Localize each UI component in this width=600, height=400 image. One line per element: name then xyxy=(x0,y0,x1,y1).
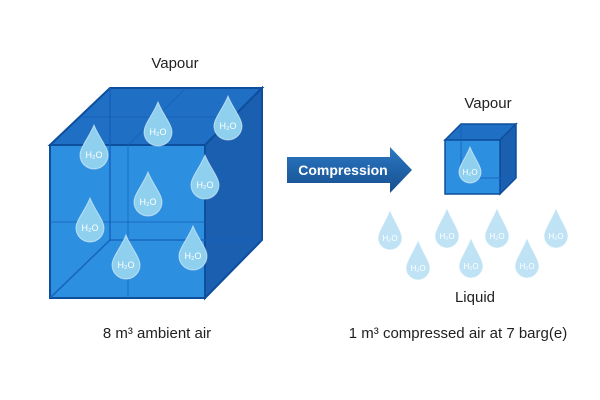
water-drop: H₂O xyxy=(458,236,484,279)
water-drop-label: H₂O xyxy=(489,232,504,241)
water-drop-label: H₂O xyxy=(519,262,534,271)
right-vapour-title: Vapour xyxy=(464,95,511,112)
water-drop-label: H₂O xyxy=(197,180,214,190)
water-drop-label: H₂O xyxy=(439,232,454,241)
left-vapour-title: Vapour xyxy=(151,55,198,72)
right-cube xyxy=(443,122,518,196)
water-drop: H₂O xyxy=(543,206,569,249)
arrow-label: Compression xyxy=(298,162,387,178)
water-drop-shape xyxy=(543,206,569,249)
water-drop-label: H₂O xyxy=(463,262,478,271)
left-cube xyxy=(47,85,265,301)
water-drop-label: H₂O xyxy=(220,121,237,131)
water-drop-label: H₂O xyxy=(82,223,99,233)
water-drop-label: H₂O xyxy=(86,150,103,160)
water-drop: H₂O xyxy=(111,233,141,280)
arrow-shape xyxy=(287,147,412,193)
water-drop-shape xyxy=(143,100,173,147)
water-drop-shape xyxy=(434,206,460,249)
water-drop: H₂O xyxy=(405,238,431,281)
water-drop: H₂O xyxy=(458,145,482,184)
water-drop-label: H₂O xyxy=(462,168,477,177)
right-caption: 1 m³ compressed air at 7 barg(e) xyxy=(349,325,567,342)
water-drop-label: H₂O xyxy=(410,264,425,273)
water-drop: H₂O xyxy=(75,196,105,243)
water-drop-shape xyxy=(190,153,220,200)
water-drop-shape xyxy=(458,145,482,184)
left-caption: 8 m³ ambient air xyxy=(103,325,211,342)
water-drop-shape xyxy=(514,236,540,279)
water-drop-label: H₂O xyxy=(382,234,397,243)
water-drop: H₂O xyxy=(190,153,220,200)
water-drop-label: H₂O xyxy=(150,127,167,137)
water-drop-shape xyxy=(133,170,163,217)
water-drop-shape xyxy=(111,233,141,280)
water-drop: H₂O xyxy=(79,123,109,170)
water-drop-label: H₂O xyxy=(118,260,135,270)
compression-arrow: Compression xyxy=(287,147,412,193)
water-drop: H₂O xyxy=(213,94,243,141)
water-drop-label: H₂O xyxy=(140,197,157,207)
water-drop-shape xyxy=(75,196,105,243)
liquid-label: Liquid xyxy=(455,289,495,306)
water-drop: H₂O xyxy=(434,206,460,249)
left-cube-back-diagonal xyxy=(49,239,111,299)
water-drop-shape xyxy=(405,238,431,281)
water-drop-shape xyxy=(458,236,484,279)
water-drop-shape xyxy=(377,208,403,251)
water-drop: H₂O xyxy=(484,206,510,249)
water-drop-label: H₂O xyxy=(548,232,563,241)
water-drop-shape xyxy=(79,123,109,170)
water-drop: H₂O xyxy=(178,224,208,271)
water-drop-shape xyxy=(484,206,510,249)
left-drops: H₂O H₂O H₂O H₂O H₂O H₂O H₂O H₂O xyxy=(75,94,243,280)
water-drop-shape xyxy=(213,94,243,141)
right-cube-drop: H₂O xyxy=(458,145,482,184)
water-drop: H₂O xyxy=(133,170,163,217)
water-drop-label: H₂O xyxy=(185,251,202,261)
liquid-drops: H₂O H₂O H₂O H₂O H₂O H₂O H₂O xyxy=(377,206,569,281)
water-drop: H₂O xyxy=(377,208,403,251)
water-drop: H₂O xyxy=(143,100,173,147)
water-drop: H₂O xyxy=(514,236,540,279)
water-drop-shape xyxy=(178,224,208,271)
